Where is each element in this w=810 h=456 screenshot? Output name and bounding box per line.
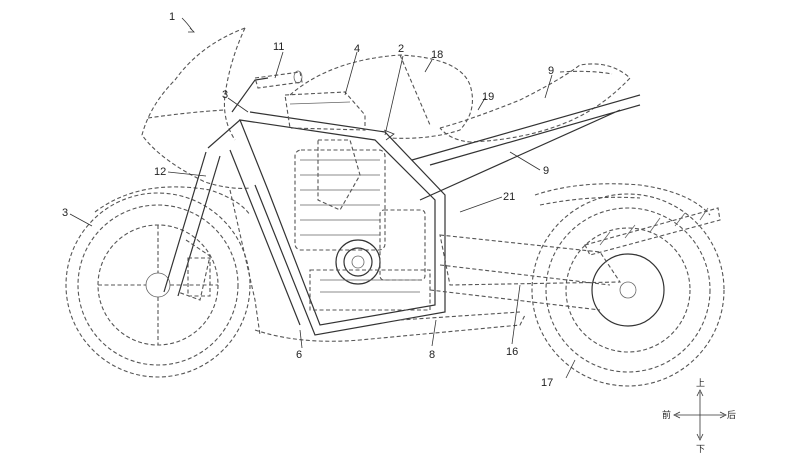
direction-indicator: 上 下 前 后	[662, 378, 736, 455]
front-wheel	[65, 192, 251, 378]
handlebar	[207, 119, 241, 149]
ref-numeral-9-lower: 9	[543, 165, 549, 177]
ref-numeral-1: 1	[169, 11, 175, 23]
lower-cowl	[254, 314, 526, 342]
main-frame	[229, 77, 446, 336]
direction-rear-label: 后	[727, 410, 736, 421]
ref-numeral-3-front: 3	[62, 207, 68, 219]
ref-numeral-19: 19	[482, 91, 494, 103]
swing-arm	[429, 234, 622, 311]
ref-numeral-4: 4	[354, 43, 360, 55]
rear-fender	[534, 183, 711, 216]
ref-numeral-11: 11	[273, 41, 284, 53]
ref-numeral-16: 16	[506, 346, 518, 358]
ref-numeral-18: 18	[431, 49, 443, 61]
front-fairing	[141, 27, 251, 189]
ref-numeral-2: 2	[398, 43, 404, 55]
direction-up-label: 上	[696, 378, 705, 389]
ref-numeral-3-upper: 3	[222, 89, 228, 101]
ref-numeral-8: 8	[429, 349, 435, 361]
front-fender	[94, 186, 251, 216]
seat-tail	[439, 63, 631, 143]
direction-front-label: 前	[662, 409, 671, 421]
leader-lines	[69, 17, 576, 379]
ref-numeral-6: 6	[296, 349, 302, 361]
rear-wheel	[531, 193, 725, 387]
rear-rack	[584, 207, 721, 256]
direction-down-label: 下	[696, 445, 705, 455]
airbox	[254, 70, 366, 131]
ref-numeral-21: 21	[503, 191, 515, 203]
ref-numeral-17: 17	[541, 377, 553, 389]
seat-rail	[411, 94, 641, 201]
ref-numeral-12: 12	[154, 166, 166, 178]
fuel-tank	[289, 54, 473, 139]
engine	[294, 139, 431, 311]
ref-numeral-9-upper: 9	[548, 65, 554, 77]
